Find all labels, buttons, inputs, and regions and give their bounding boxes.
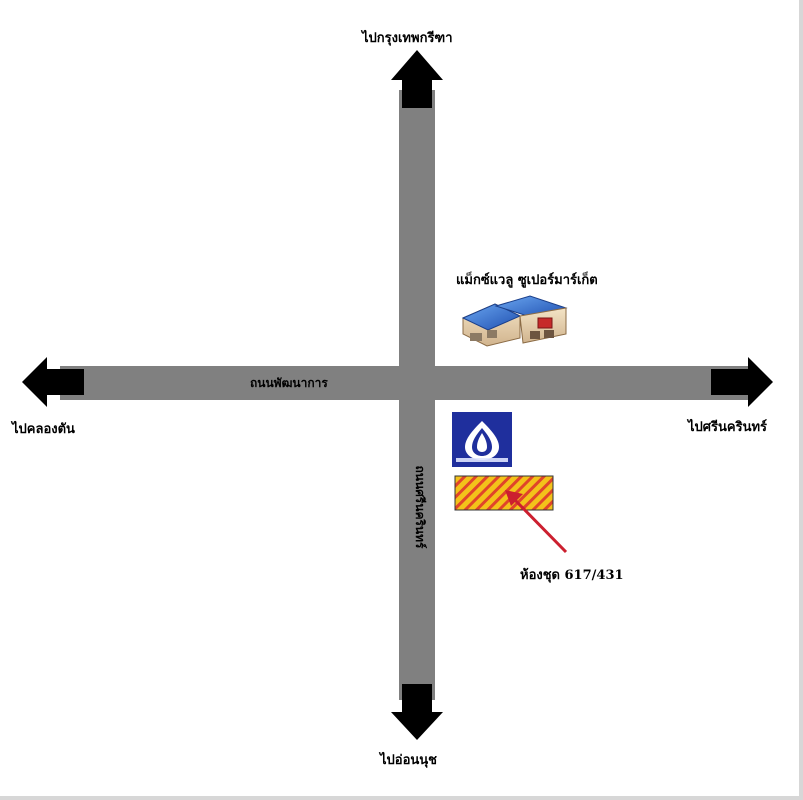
east-destination-label: ไปศรีนครินทร์ — [688, 420, 768, 435]
unit-pointer-arrow-icon — [505, 490, 568, 554]
north-arrow-icon — [391, 50, 443, 108]
south-arrow-icon — [391, 684, 443, 740]
north-destination-label: ไปกรุงเทพกรีฑา — [362, 31, 453, 46]
bottom-frame-border — [0, 796, 803, 800]
west-destination-label: ไปคลองตัน — [12, 422, 75, 437]
south-destination-label: ไปอ่อนนุช — [380, 753, 438, 768]
vertical-road-label: ถนนศรีนครินทร์ — [413, 465, 427, 549]
supermarket-building-icon — [461, 295, 568, 347]
bangkok-bank-icon — [452, 412, 512, 467]
supermarket-label: แม็กซ์แวลู ซูเปอร์มาร์เก็ต — [456, 273, 598, 288]
horizontal-road-label: ถนนพัฒนาการ — [250, 376, 328, 390]
right-frame-border — [799, 0, 803, 800]
east-arrow-icon — [711, 357, 773, 407]
unit-plot — [454, 475, 554, 511]
unit-label: ห้องชุด 617/431 — [520, 568, 624, 583]
vertical-road — [399, 90, 435, 700]
west-arrow-icon — [22, 357, 84, 407]
